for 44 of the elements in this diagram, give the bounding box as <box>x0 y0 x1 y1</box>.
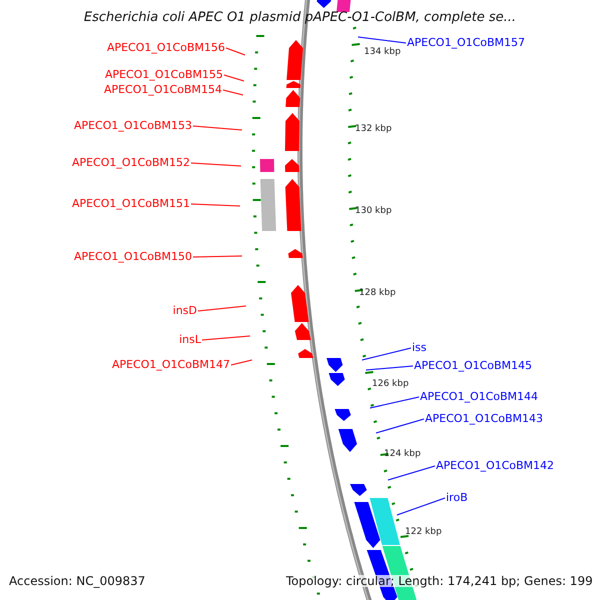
gene-label: APECO1_O1CoBM155 <box>104 69 223 80</box>
gene-label: APECO1_O1CoBM144 <box>420 391 538 402</box>
leader-line <box>226 48 246 56</box>
gene-label: APECO1_O1CoBM153 <box>74 120 192 131</box>
scale-label: 132 kbp <box>355 124 392 134</box>
gene-label: APECO1_O1CoBM145 <box>414 360 532 371</box>
scale-label: 124 kbp <box>384 450 421 458</box>
gene-label: iroB <box>446 492 468 503</box>
gene-label: iss <box>412 342 427 353</box>
leader-line <box>224 74 244 82</box>
leader-line <box>388 466 436 480</box>
scale-label: 122 kbp <box>405 528 442 536</box>
gene-label: APECO1_O1CoBM151 <box>72 198 190 209</box>
gene-label: APECO1_O1CoBM147 <box>112 359 230 370</box>
gene-label: insD <box>172 305 197 316</box>
leader-line <box>230 360 252 366</box>
leader-line <box>396 498 446 516</box>
scale-label: 134 kbp <box>364 48 401 56</box>
gene-label: APECO1_O1CoBM143 <box>425 413 544 424</box>
gene-label: APECO1_O1CoBM152 <box>72 157 190 168</box>
gene-label: APECO1_O1CoBM157 <box>407 37 526 48</box>
gene-label: APECO1_O1CoBM150 <box>74 251 192 262</box>
scale-label: 130 kbp <box>355 206 392 216</box>
leader-line <box>192 256 242 258</box>
leader-line <box>198 306 246 312</box>
leader-line <box>362 348 412 360</box>
leader-line <box>376 418 424 434</box>
gene-label: APECO1_O1CoBM156 <box>106 42 225 53</box>
gene-label: APECO1_O1CoBM154 <box>104 84 222 95</box>
summary-text: Topology: circular; Length: 174,241 bp; Genes: 199 <box>286 575 593 587</box>
scale-label: 126 kbp <box>372 380 409 388</box>
map-title: Escherichia coli APEC O1 plasmid pAPEC-O1-ColBM, complete se... <box>82 11 518 24</box>
gene-label: APECO1_O1CoBM142 <box>436 460 554 471</box>
leader-line <box>190 204 240 206</box>
leader-line <box>358 36 406 44</box>
leader-line <box>192 126 242 130</box>
leader-line <box>202 336 250 340</box>
gene-label: insL <box>179 334 201 345</box>
leader-line <box>366 366 414 370</box>
scale-label: 128 kbp <box>359 288 396 298</box>
leader-line <box>190 162 242 166</box>
accession-text: Accession: NC_009837 <box>9 575 146 587</box>
leader-line <box>222 90 244 96</box>
leader-line <box>370 396 420 408</box>
